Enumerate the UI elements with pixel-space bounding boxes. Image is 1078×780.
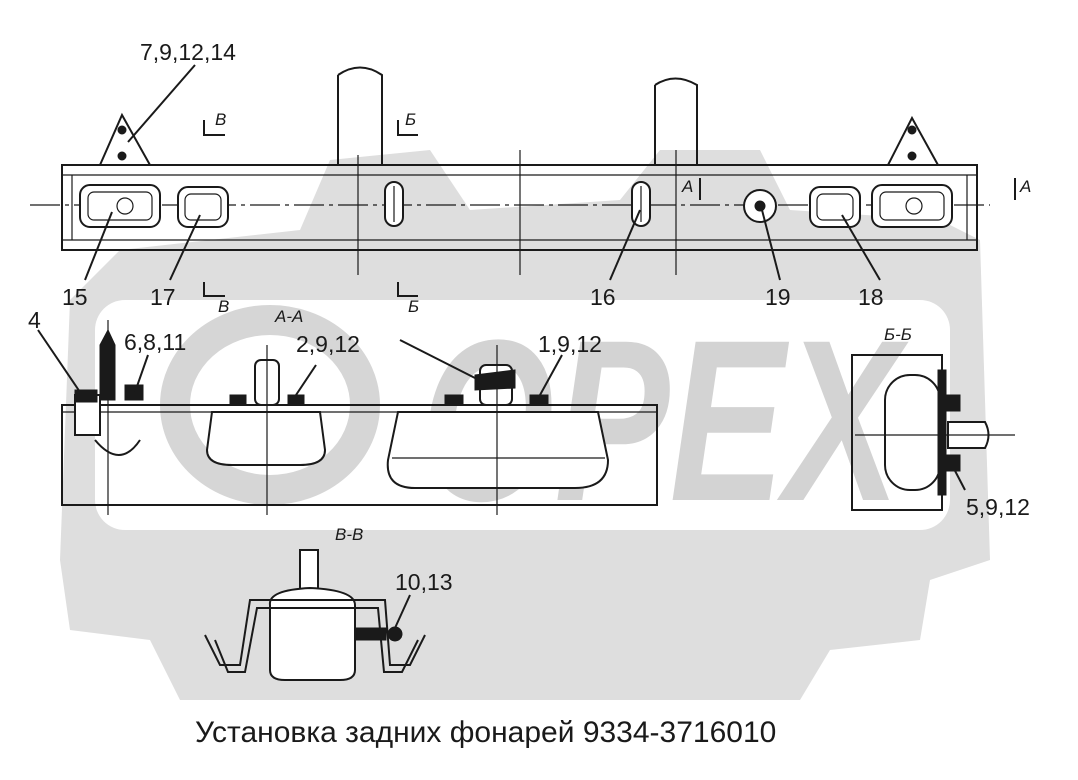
section-title-vv: В-В [335, 525, 363, 544]
section-bb-view: Б-Б [851, 325, 1015, 511]
section-label-v-top: В [215, 110, 226, 129]
section-mark-v-top [203, 120, 225, 136]
post-left [337, 66, 383, 165]
section-label-b-top: Б [405, 110, 416, 129]
section-label-a-mid: А [681, 177, 693, 196]
callout-2-9-12: 2,9,12 [296, 331, 360, 357]
section-aa-view: А-А [37, 307, 658, 515]
drawing-title: Установка задних фонарей 9334-3716010 [195, 716, 776, 749]
section-mark-b-bottom [397, 282, 418, 297]
lamp-18 [809, 186, 861, 228]
callout-10-13: 10,13 [395, 569, 453, 595]
section-vv-view: В-В [204, 525, 426, 681]
section-label-a-right: А [1019, 177, 1031, 196]
section-marks: В Б В Б А А [203, 110, 1031, 316]
triangle-reflector-left [98, 112, 152, 166]
section-title-aa: А-А [274, 307, 303, 326]
section-mark-b-top [397, 120, 418, 136]
callout-17: 17 [150, 284, 176, 310]
callout-1-9-12: 1,9,12 [538, 331, 602, 357]
callout-5-9-12: 5,9,12 [966, 494, 1030, 520]
callout-7-9-12-14: 7,9,12,14 [140, 39, 236, 65]
section-mark-v-bottom [203, 282, 225, 297]
lamp-aa-left [205, 411, 327, 466]
lamp-aa-right [386, 411, 610, 489]
lamp-15 [79, 184, 161, 228]
section-label-b-bottom: Б [408, 297, 419, 316]
lamp-17 [177, 186, 229, 228]
callout-18: 18 [858, 284, 884, 310]
leaders-top [84, 64, 881, 281]
section-title-bb: Б-Б [884, 325, 912, 344]
triangle-reflector-right [886, 115, 940, 166]
top-view [30, 66, 990, 275]
callout-6-8-11: 6,8,11 [124, 329, 186, 355]
callout-16: 16 [590, 284, 616, 310]
callout-19: 19 [765, 284, 791, 310]
callout-15: 15 [62, 284, 88, 310]
section-label-v-bottom: В [218, 297, 229, 316]
lamp-vv [268, 586, 356, 681]
callout-4: 4 [28, 307, 41, 333]
lamp-right-combination [871, 184, 953, 228]
post-right [654, 77, 698, 165]
